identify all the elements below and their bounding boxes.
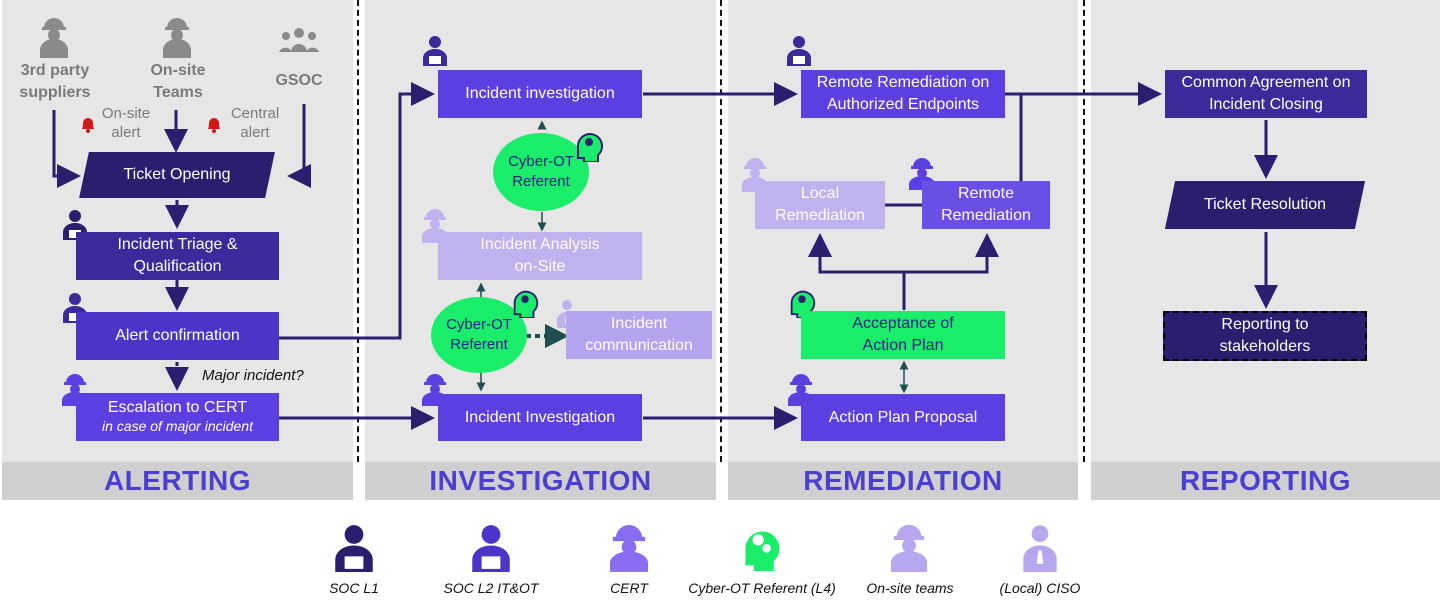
legend-referent: Cyber-OT Referent (L4)	[688, 580, 836, 596]
source-onsite-teams: On-site Teams	[150, 62, 206, 101]
lane-title-remediation: REMEDIATION	[728, 462, 1078, 500]
bell-icon	[82, 118, 94, 133]
lane-title-reporting: REPORTING	[1091, 462, 1440, 500]
acceptance-action-plan-node[interactable]: Acceptance of Action Plan	[801, 311, 1005, 359]
incident-triage-node[interactable]: Incident Triage & Qualification	[76, 232, 279, 280]
worker-icon	[163, 18, 191, 58]
central-alert-label: Central alert	[230, 105, 280, 141]
legend-soc-l1: SOC L1	[329, 580, 379, 596]
lane-title-investigation: INVESTIGATION	[365, 462, 716, 500]
team-group-icon	[279, 28, 319, 52]
soc-l2-icon	[423, 36, 447, 66]
soc-l2-icon	[787, 36, 811, 66]
referent-icon	[513, 290, 539, 318]
ticket-resolution-node[interactable]: Ticket Resolution	[1164, 181, 1366, 229]
incident-communication-node[interactable]: Incident communication	[566, 311, 712, 359]
bell-icon	[208, 118, 220, 133]
incident-investigation-bottom-node[interactable]: Incident Investigation	[438, 394, 642, 441]
ticket-opening-node[interactable]: Ticket Opening	[79, 152, 275, 198]
onsite-icon	[422, 209, 448, 243]
local-remediation-node[interactable]: Local Remediation	[755, 181, 885, 229]
analysis-onsite-node[interactable]: Incident Analysis on-Site	[438, 232, 642, 280]
legend-ciso: (Local) CISO	[999, 580, 1081, 596]
escalation-cert-node[interactable]: Escalation to CERT in case of major inci…	[76, 393, 279, 441]
referent-icon	[577, 133, 603, 162]
escalation-label: Escalation to CERT	[107, 399, 248, 416]
lane-title-alerting: ALERTING	[2, 462, 353, 500]
ciso-icon	[1023, 525, 1057, 572]
incident-investigation-top-node[interactable]: Incident investigation	[438, 70, 642, 118]
legend-soc-l2: SOC L2 IT&OT	[443, 580, 539, 596]
alert-confirmation-node[interactable]: Alert confirmation	[76, 312, 279, 360]
worker-icon	[40, 18, 68, 58]
lane-divider	[720, 0, 722, 462]
soc-l1-icon	[335, 525, 373, 572]
ticket-opening-label: Ticket Opening	[123, 166, 231, 183]
cert-icon	[609, 525, 649, 572]
lane-divider	[1083, 0, 1085, 462]
cyber-ot-referent-node[interactable]: Cyber-OT Referent	[431, 297, 527, 373]
source-gsoc: GSOC	[275, 72, 323, 89]
soc-l2-icon	[472, 525, 510, 572]
common-agreement-node[interactable]: Common Agreement on Incident Closing	[1165, 70, 1367, 118]
ticket-resolution-label: Ticket Resolution	[1203, 196, 1327, 213]
onsite-icon	[890, 524, 928, 572]
escalation-note: in case of major incident	[102, 418, 253, 434]
reporting-stakeholders-node[interactable]: Reporting to stakeholders	[1163, 311, 1367, 361]
legend-cert: CERT	[610, 580, 648, 596]
referent-icon	[745, 531, 780, 571]
legend-onsite: On-site teams	[866, 580, 954, 596]
remote-remediation-authorized-node[interactable]: Remote Remediation on Authorized Endpoin…	[801, 70, 1005, 118]
action-plan-proposal-node[interactable]: Action Plan Proposal	[801, 394, 1005, 441]
remote-remediation-node[interactable]: Remote Remediation	[922, 181, 1050, 229]
on-site-alert-label: On-site alert	[101, 105, 151, 141]
lane-divider	[357, 0, 359, 462]
source-third-party: 3rd party suppliers	[19, 62, 91, 101]
cyber-ot-referent-node[interactable]: Cyber-OT Referent	[493, 133, 589, 211]
major-incident-question: Major incident?	[202, 367, 304, 384]
